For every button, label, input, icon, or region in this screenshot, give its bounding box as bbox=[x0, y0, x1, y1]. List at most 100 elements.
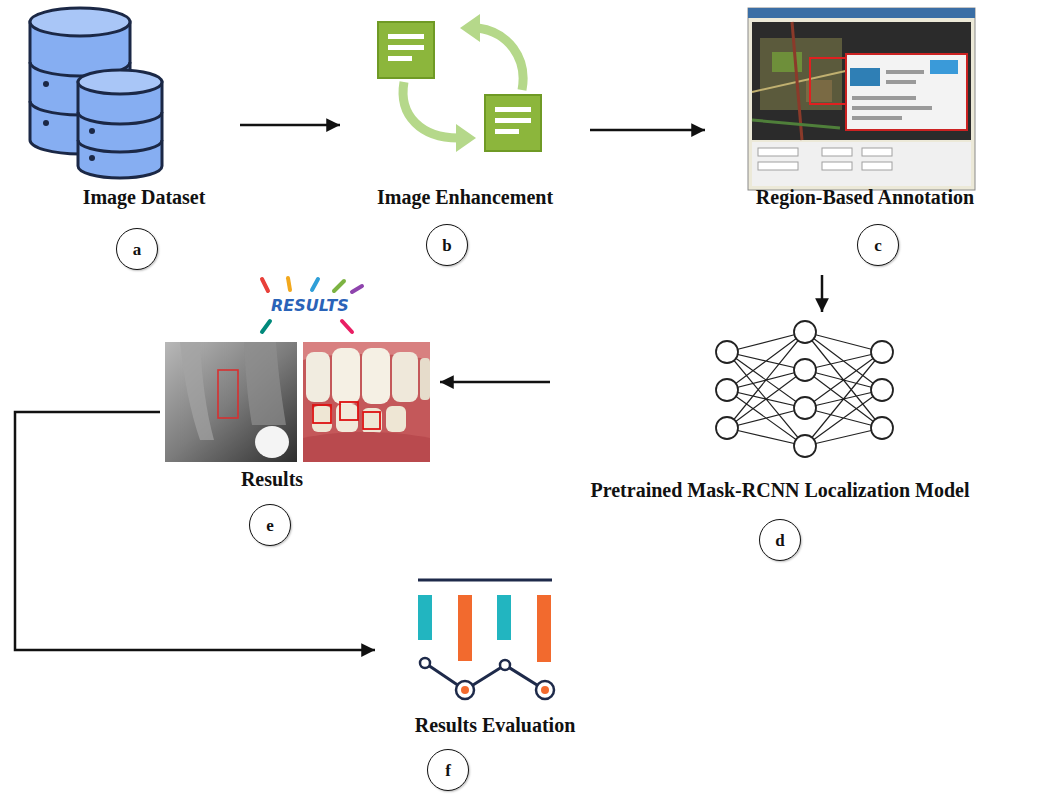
step-letter: f bbox=[445, 762, 451, 779]
step-caption: Image Enhancement bbox=[377, 185, 553, 209]
teeth-photo-part bbox=[362, 348, 390, 404]
evaluation-icon bbox=[418, 580, 554, 699]
neural-network-icon-part bbox=[716, 417, 738, 439]
annotation-screenshot-part bbox=[758, 148, 798, 156]
process-step: Region-Based Annotation c bbox=[705, 0, 1025, 275]
enhancement-icon-part bbox=[388, 56, 412, 61]
evaluation-icon-part bbox=[500, 660, 510, 670]
annotation-screenshot-part bbox=[886, 70, 924, 74]
neural-network-icon-part bbox=[727, 332, 882, 446]
results-pencils-part bbox=[342, 321, 352, 332]
neural-network-icon-part bbox=[794, 359, 816, 381]
evaluation-icon-part bbox=[420, 658, 430, 668]
teeth-photo-part bbox=[306, 352, 330, 402]
step-letter-circle: c bbox=[857, 224, 899, 266]
neural-network-icon-part bbox=[871, 417, 893, 439]
flow-arrow bbox=[821, 275, 824, 312]
neural-network-icon-part bbox=[794, 435, 816, 457]
teeth-photo-part bbox=[363, 412, 380, 429]
teeth-photo-part bbox=[362, 408, 382, 434]
neural-network-icon bbox=[716, 321, 893, 457]
results-pencils bbox=[262, 278, 362, 332]
xray-image bbox=[165, 342, 297, 462]
database-icon-part bbox=[78, 140, 162, 152]
neural-network-icon-part bbox=[716, 379, 738, 401]
step-caption: Results bbox=[241, 467, 303, 491]
step-letter-circle: b bbox=[426, 224, 468, 266]
teeth-photo bbox=[303, 342, 430, 462]
annotation-screenshot-part bbox=[852, 116, 902, 120]
teeth-photo-part bbox=[303, 432, 430, 462]
results-pencils-part bbox=[352, 286, 362, 292]
neural-network-icon-part bbox=[716, 341, 738, 363]
annotation-screenshot-part bbox=[748, 8, 975, 18]
neural-network-icon-part bbox=[716, 321, 893, 457]
step-letter: e bbox=[266, 517, 274, 534]
annotation-screenshot-part bbox=[752, 120, 840, 128]
annotation-screenshot-part bbox=[822, 162, 852, 170]
step-caption: Region-Based Annotation bbox=[756, 185, 974, 209]
teeth-photo-part bbox=[386, 406, 406, 432]
teeth-photo-part bbox=[313, 405, 331, 423]
enhancement-icon-part bbox=[495, 129, 519, 134]
neural-network-icon-part bbox=[794, 321, 816, 343]
annotation-screenshot-part bbox=[810, 58, 850, 104]
step-letter-circle: a bbox=[116, 228, 158, 270]
annotation-screenshot-part bbox=[772, 52, 802, 72]
step-letter-circle: f bbox=[427, 749, 469, 791]
annotation-screenshot-part bbox=[930, 60, 958, 74]
step-letter-circle: d bbox=[759, 519, 801, 561]
database-icon bbox=[30, 8, 162, 178]
database-icon-part bbox=[30, 8, 130, 36]
evaluation-icon-part bbox=[418, 595, 432, 640]
xray-image-part bbox=[165, 342, 297, 462]
teeth-photo-part bbox=[340, 402, 358, 420]
database-icon-part bbox=[43, 81, 49, 87]
flow-arrow bbox=[440, 381, 550, 384]
evaluation-icon-part bbox=[458, 595, 472, 661]
annotation-screenshot-part bbox=[752, 70, 850, 92]
annotation-screenshot-part bbox=[862, 148, 892, 156]
xray-image-part bbox=[255, 426, 289, 458]
step-caption: Image Dataset bbox=[83, 185, 206, 209]
step-letter: d bbox=[775, 532, 784, 549]
results-pencils-part bbox=[334, 281, 344, 291]
neural-network-icon-part bbox=[794, 397, 816, 419]
process-step: Results e bbox=[160, 278, 440, 552]
step-caption: Results Evaluation bbox=[415, 713, 576, 737]
annotation-screenshot-part bbox=[852, 106, 932, 110]
flow-arrow bbox=[15, 412, 375, 650]
evaluation-icon-part bbox=[425, 663, 545, 690]
process-step: Pretrained Mask-RCNN Localization Modeld bbox=[550, 312, 1010, 567]
enhancement-icon bbox=[378, 14, 541, 152]
annotation-screenshot-part bbox=[758, 162, 798, 170]
xray-image-part bbox=[180, 342, 214, 440]
enhancement-icon-part bbox=[456, 124, 476, 152]
evaluation-icon-part bbox=[456, 681, 474, 699]
results-pencils-part bbox=[262, 279, 268, 291]
results-pencils-part bbox=[262, 321, 270, 332]
teeth-photo-part bbox=[420, 358, 430, 400]
flow-arrow bbox=[590, 129, 705, 132]
annotation-screenshot-part bbox=[752, 142, 971, 186]
annotation-screenshot-part bbox=[752, 22, 971, 140]
neural-network-icon-part bbox=[871, 379, 893, 401]
annotation-screenshot-part bbox=[886, 80, 916, 84]
annotation-screenshot bbox=[748, 8, 975, 190]
enhancement-icon-part bbox=[478, 28, 523, 90]
evaluation-icon-part bbox=[497, 595, 511, 640]
enhancement-icon-part bbox=[485, 95, 541, 151]
database-icon-part bbox=[78, 82, 162, 178]
annotation-screenshot-part bbox=[846, 54, 967, 130]
step-letter: b bbox=[442, 237, 451, 254]
evaluation-icon-part bbox=[536, 681, 554, 699]
enhancement-icon-part bbox=[495, 118, 531, 123]
results-pencils-part bbox=[288, 278, 290, 290]
annotation-screenshot-part bbox=[850, 68, 880, 86]
process-step: Image Enhancement b bbox=[340, 0, 590, 275]
enhancement-icon-part bbox=[495, 107, 531, 112]
teeth-photo-part bbox=[303, 342, 430, 462]
results-pencils-part bbox=[312, 279, 318, 290]
